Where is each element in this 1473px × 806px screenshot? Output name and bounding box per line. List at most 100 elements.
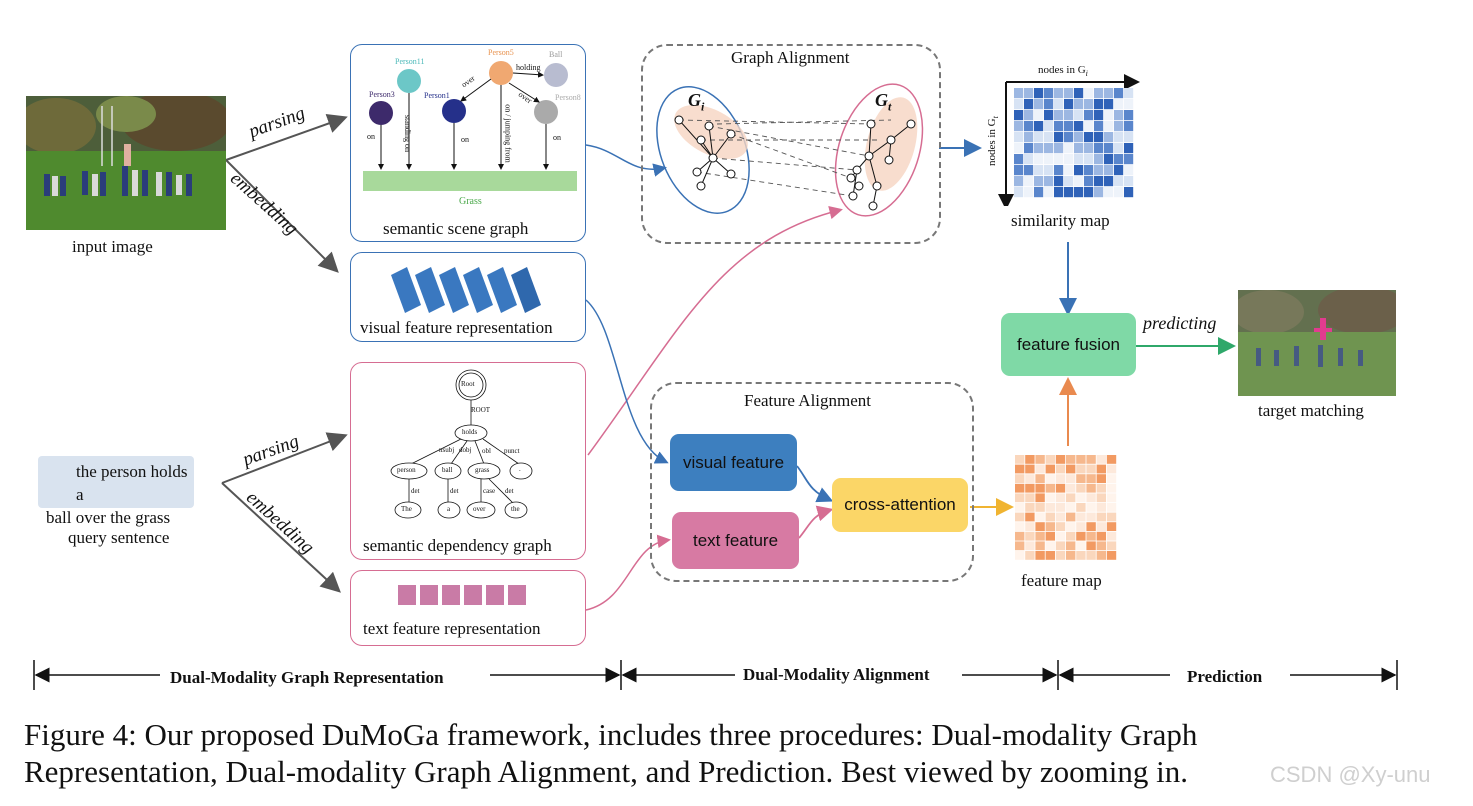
visual-rep-box: visual feature representation	[350, 252, 586, 342]
feature-map-cell	[1035, 464, 1045, 474]
similarity-cell	[1124, 154, 1134, 165]
feature-map-cell	[1035, 531, 1045, 541]
feature-map-cell	[1066, 483, 1076, 493]
similarity-cell	[1044, 99, 1054, 110]
similarity-cell	[1014, 187, 1024, 198]
feature-map-cell	[1106, 483, 1117, 493]
feature-map-cell	[1076, 455, 1086, 464]
similarity-cell	[1034, 88, 1044, 99]
dependency-to-gt-arrow	[587, 206, 843, 456]
feature-map-cell	[1015, 522, 1025, 531]
visual-rep-blocks	[391, 267, 541, 313]
feature-map-cell	[1055, 493, 1066, 503]
embedding-arrow-top	[225, 159, 339, 273]
sg-person8: Person8	[555, 93, 581, 102]
dep-child-grass: grass	[475, 466, 490, 474]
feature-map-cell	[1015, 512, 1025, 522]
similarity-cell	[1104, 99, 1114, 110]
similarity-cell	[1114, 121, 1124, 132]
input-image-label: input image	[72, 237, 153, 256]
gi-label-text: G	[688, 90, 701, 110]
similarity-cell	[1064, 110, 1074, 121]
feature-map-cell	[1106, 531, 1117, 541]
feature-map-cell	[1096, 551, 1106, 560]
dep-subrel-4: det	[505, 487, 514, 495]
similarity-cell	[1104, 176, 1114, 187]
feature-map-cell	[1066, 551, 1076, 560]
feature-map-cell	[1076, 531, 1086, 541]
sg-rel-on-3: on	[553, 133, 561, 142]
similarity-cell	[1084, 187, 1094, 198]
feature-map-cell	[1096, 531, 1106, 541]
similarity-cell	[1064, 176, 1074, 187]
similarity-cell	[1024, 143, 1034, 154]
feature-map-cell	[1066, 541, 1076, 551]
similarity-cell	[1034, 187, 1044, 198]
feature-map	[1015, 455, 1117, 560]
feature-map-cell	[1096, 464, 1106, 474]
feature-map-cell	[1086, 493, 1096, 503]
text-rep-label: text feature representation	[363, 619, 541, 638]
dep-leaf-a: a	[447, 505, 451, 513]
feature-map-cell	[1045, 551, 1055, 560]
similarity-cell	[1014, 88, 1024, 99]
similarity-cell	[1094, 176, 1104, 187]
sg-rel-standing-on: standing on	[403, 114, 413, 153]
similarity-cell	[1084, 165, 1094, 176]
similarity-cell	[1074, 110, 1084, 121]
sg-ball: Ball	[549, 50, 563, 59]
sg-rel-on-1: on	[367, 132, 375, 141]
similarity-cell	[1094, 154, 1104, 165]
feature-map-cell	[1086, 474, 1096, 483]
similarity-cell	[1124, 187, 1134, 198]
feature-map-cell	[1106, 474, 1117, 483]
similarity-cell	[1064, 143, 1074, 154]
graph-alignment-drawing	[656, 83, 924, 217]
feature-map-cell	[1066, 493, 1076, 503]
similarity-cell	[1024, 132, 1034, 143]
similarity-cell	[1094, 187, 1104, 198]
sg-person5: Person5	[488, 48, 514, 57]
gt-label-sub: t	[888, 99, 892, 114]
feature-map-cell	[1096, 512, 1106, 522]
input-image	[26, 96, 226, 230]
similarity-cell	[1104, 110, 1114, 121]
textfeature-to-crossattn-arrow	[798, 505, 834, 539]
feature-map-cell	[1096, 455, 1106, 464]
similarity-map	[998, 74, 1140, 206]
feature-map-cell	[1076, 541, 1086, 551]
similarity-cell	[1044, 121, 1054, 132]
similarity-cell	[1094, 143, 1104, 154]
nodes-in-gt-text: nodes in G	[985, 118, 998, 167]
feature-map-cell	[1076, 503, 1086, 512]
similarity-cell	[1074, 121, 1084, 132]
similarity-cell	[1034, 99, 1044, 110]
dep-subrel-1: det	[411, 487, 420, 495]
feature-map-cell	[1025, 503, 1035, 512]
feature-map-cell	[1015, 503, 1025, 512]
dep-leaf-over: over	[473, 505, 486, 513]
scene-graph-drawing	[363, 61, 577, 191]
similarity-cell	[1074, 154, 1084, 165]
similarity-cell	[1024, 110, 1034, 121]
similarity-cell	[1024, 88, 1034, 99]
similarity-cell	[1034, 154, 1044, 165]
gt-label-text: G	[875, 90, 888, 110]
watermark: CSDN @Xy-unu	[1270, 762, 1431, 787]
query-sentence-box: the person holds a ball over the grass	[38, 456, 194, 527]
stage-prediction: Prediction	[1187, 667, 1263, 686]
feature-map-cell	[1055, 483, 1066, 493]
dependency-graph-box: Root ROOT holds nsubj dobj obl punct per…	[350, 362, 586, 560]
dep-root-rel: ROOT	[471, 406, 491, 414]
feature-map-cell	[1066, 512, 1076, 522]
similarity-cell	[1094, 88, 1104, 99]
similarity-cell	[1114, 110, 1124, 121]
similarity-cell	[1124, 165, 1134, 176]
feature-map-cell	[1086, 551, 1096, 560]
similarity-cell	[1094, 99, 1104, 110]
feature-map-cell	[1055, 531, 1066, 541]
similarity-cell	[1054, 121, 1064, 132]
feature-map-cell	[1025, 483, 1035, 493]
similarity-map-label: similarity map	[1011, 211, 1110, 230]
